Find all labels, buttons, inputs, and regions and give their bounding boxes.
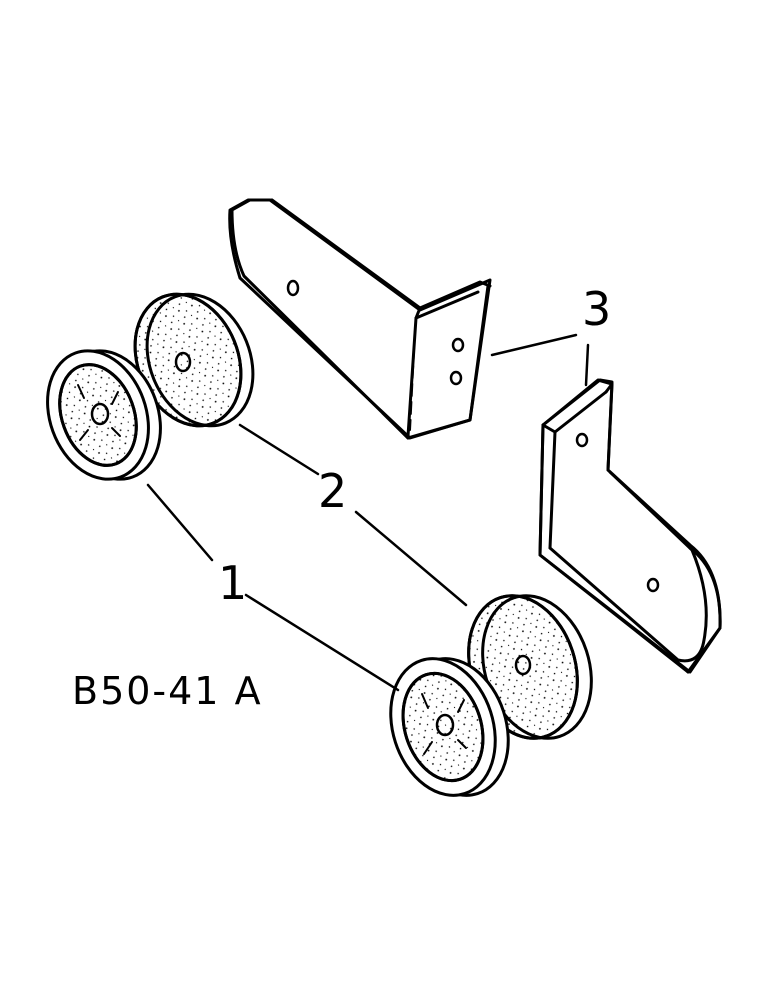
callout-item-1: 1 [218, 556, 248, 610]
leader-item-3-lower [584, 343, 590, 387]
leader-item-3-upper [490, 333, 578, 357]
l-bracket-upper-icon [228, 198, 492, 440]
leader-item-1-lower [244, 593, 400, 692]
disc-upper-icon [133, 292, 255, 428]
leader-item-2-lower [354, 510, 468, 607]
leader-lines [146, 333, 590, 692]
leader-item-1-upper [146, 483, 214, 562]
pulley-upper-icon [46, 349, 162, 481]
leader-item-2-upper [238, 423, 320, 476]
reference-code: B50-41 A [72, 669, 263, 713]
callout-item-2: 2 [318, 464, 348, 518]
callout-item-3: 3 [582, 282, 612, 336]
pulley-lower-icon [389, 657, 510, 797]
l-bracket-lower-icon [538, 378, 722, 674]
